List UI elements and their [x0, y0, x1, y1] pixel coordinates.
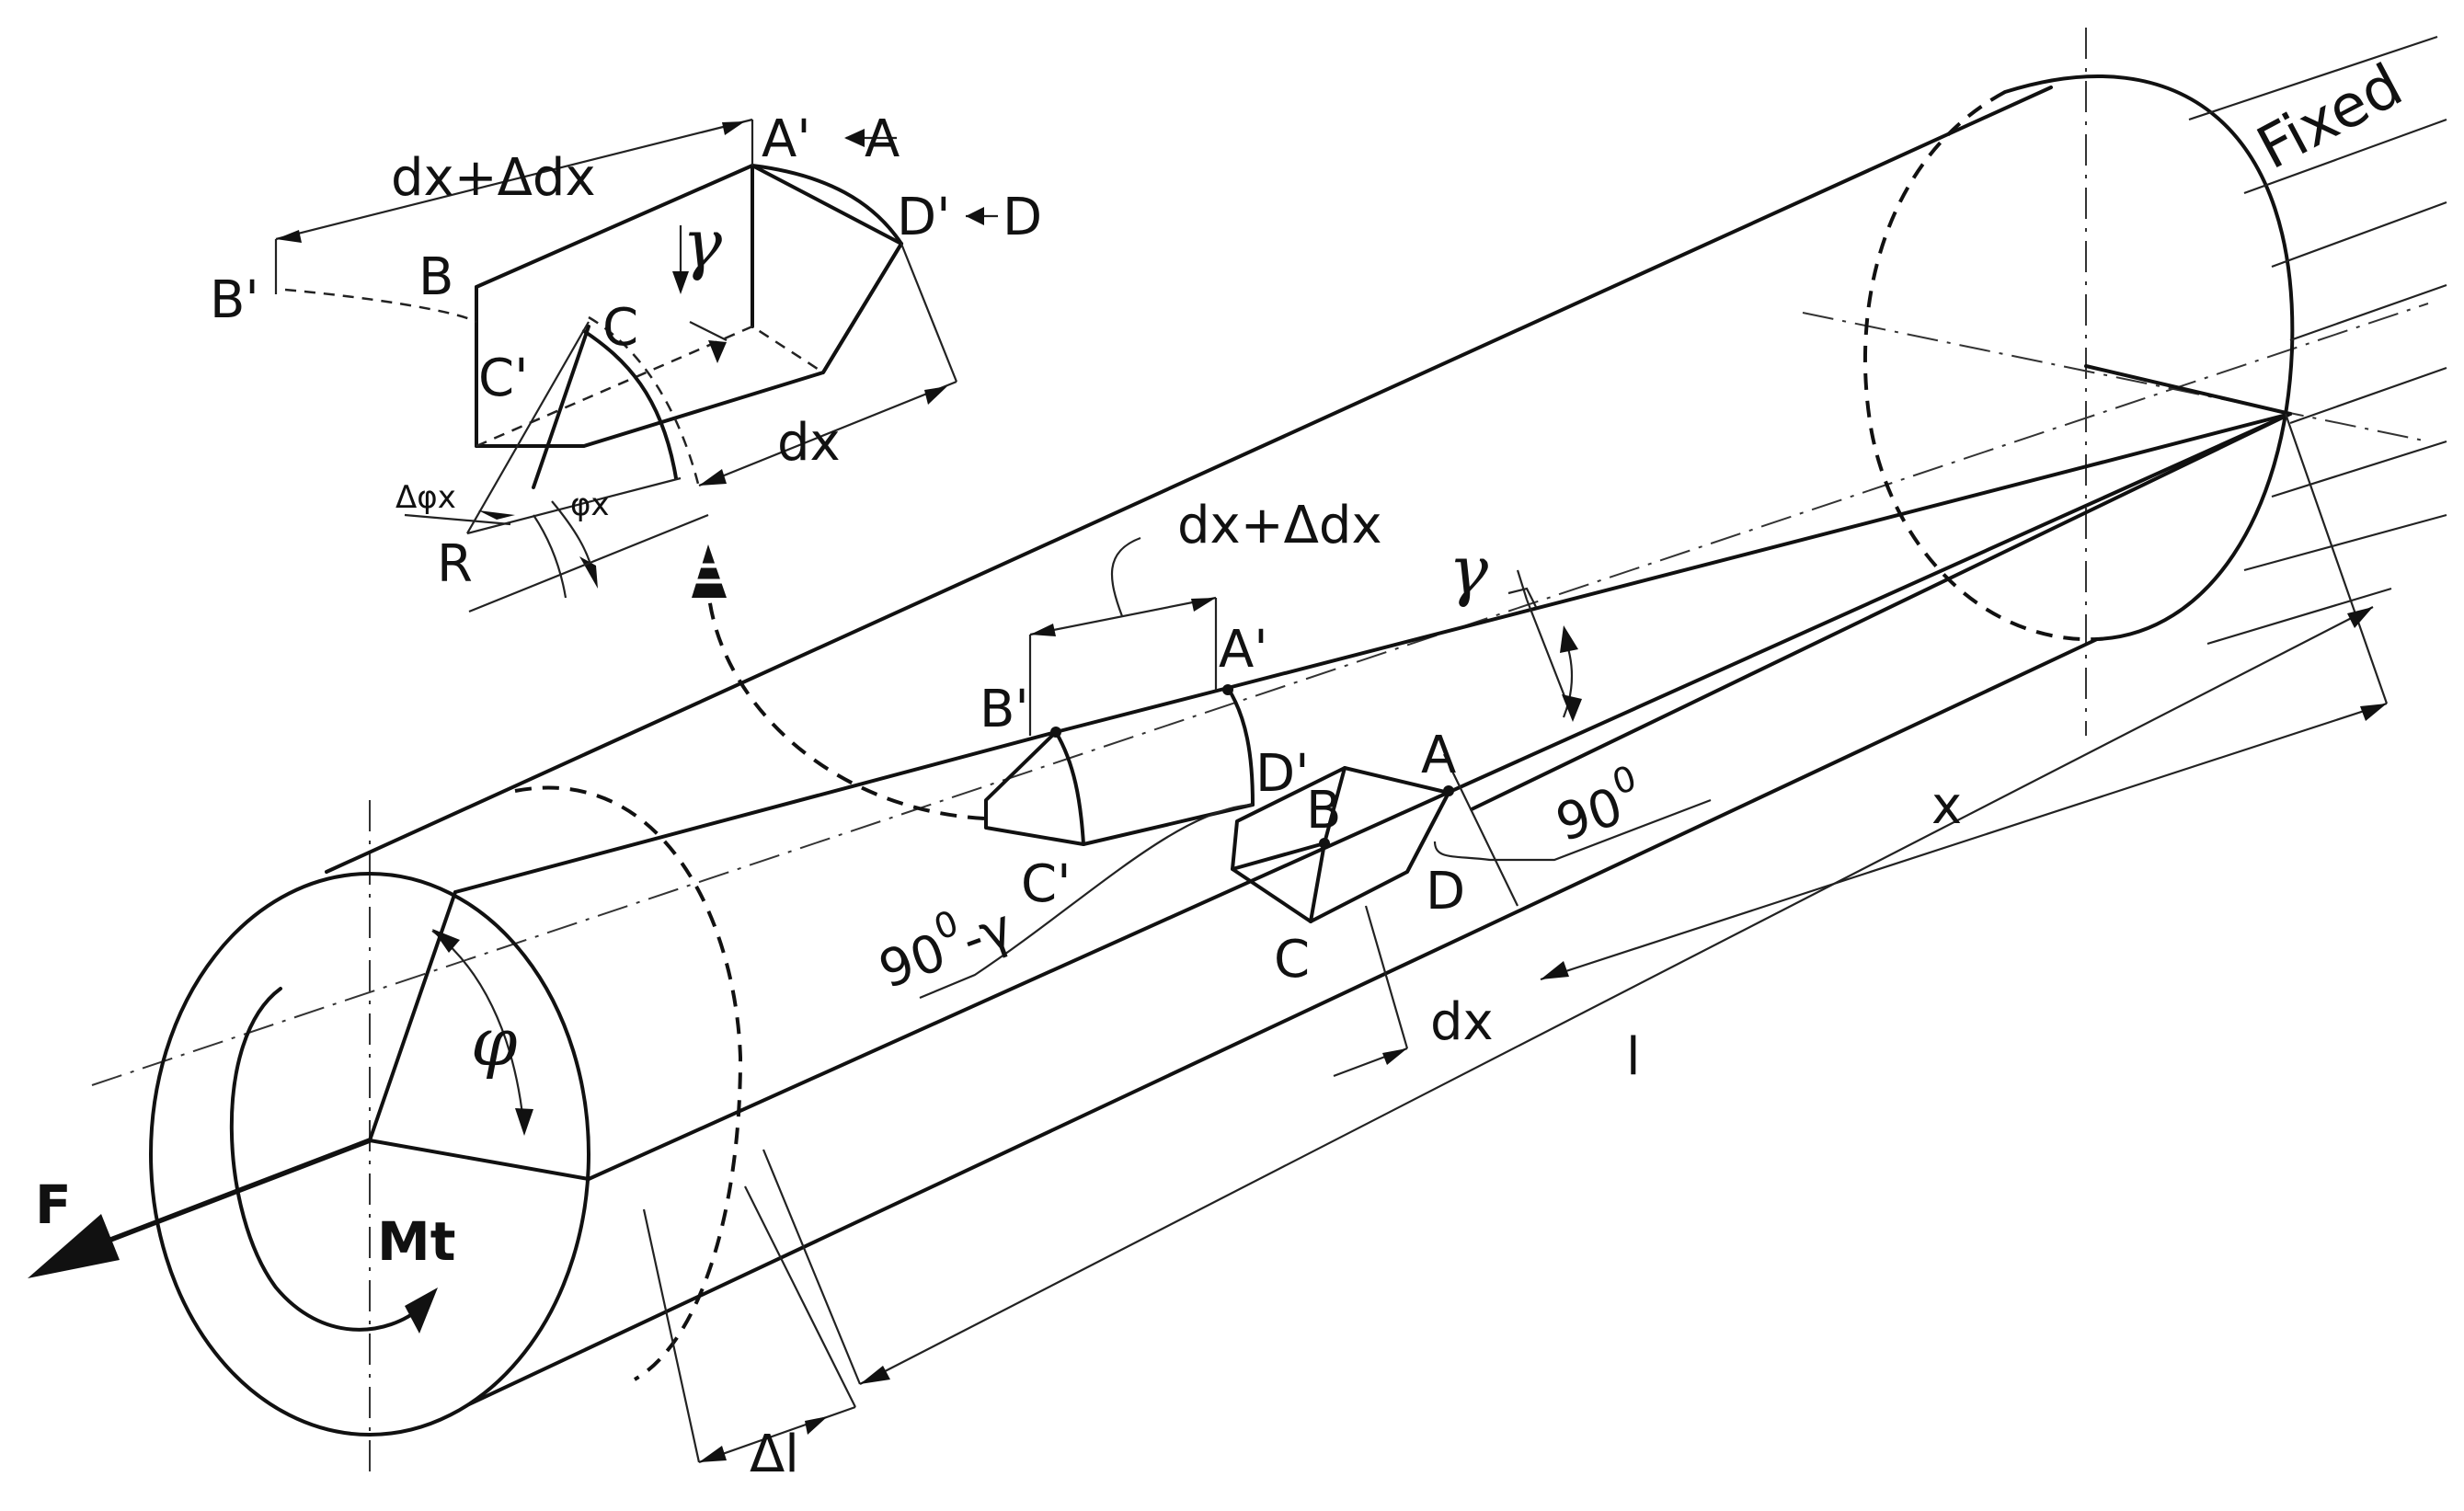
element-distorted-outline [984, 730, 1255, 846]
left-end-face [149, 872, 590, 1437]
inset-point-d-label: D [1003, 188, 1042, 247]
surface-element [1231, 766, 1454, 923]
inset-point-c-prime-label: C' [478, 349, 529, 408]
gamma-label: γ [1449, 532, 1489, 609]
inset-detail [274, 118, 998, 613]
inset-point-a-label: A [865, 109, 900, 169]
inset-gamma-label: γ [682, 205, 723, 282]
inset-point-c-label: C [602, 298, 638, 358]
delta-l-label: Δl [750, 1425, 799, 1484]
left-hidden-section [514, 785, 743, 1381]
distorted-element [984, 684, 1255, 846]
dx-plus-ddx-main-label: dx+Δdx [1177, 496, 1382, 555]
left-radius-vertical [368, 890, 457, 1142]
right-horizontal-axis [1802, 312, 2429, 442]
point-c-label: C [1274, 930, 1310, 990]
shaft-top-edge [325, 86, 2053, 874]
shaft-front-edge [587, 412, 2292, 1181]
inset-dx-plus-ddx-label: dx+Δdx [391, 148, 596, 208]
shaft [149, 74, 2295, 1437]
inset-point-d-prime-label: D' [897, 188, 951, 247]
force-arrow-head [28, 1214, 120, 1278]
loads [28, 987, 438, 1334]
torque-rotation-arrow [229, 987, 425, 1332]
zoom-indicator-arrow [692, 544, 985, 820]
torque-label: Mt [377, 1210, 455, 1273]
left-radius-front [368, 1139, 590, 1181]
fixed-label: Fixed [2247, 52, 2413, 183]
inset-point-a-prime-label: A' [762, 109, 811, 169]
l-dimension-label: l [1626, 1027, 1641, 1087]
inset-point-b-prime-label: B' [210, 270, 259, 330]
ninety-minus-gamma-label: 900-γ [867, 886, 1021, 1001]
inset-dx-label: dx [777, 413, 841, 473]
inset-phi-x-label: φx [570, 486, 610, 523]
inset-delta-phi-x-label: Δφx [395, 479, 456, 516]
right-radius [2084, 364, 2292, 416]
point-b-prime-label: B' [980, 680, 1029, 739]
point-c-prime-label: C' [1021, 854, 1072, 914]
right-radius-top [1470, 412, 2292, 811]
point-a-label: A [1421, 726, 1456, 785]
inset-r-label: R [437, 534, 473, 594]
point-a-prime-label: A' [1219, 620, 1268, 680]
dimension-lines [431, 413, 2389, 1464]
ninety-label: 900 [1545, 758, 1651, 854]
point-d-prime-label: D' [1255, 744, 1310, 804]
force-label: F [35, 1173, 72, 1236]
inset-point-b-label: B [418, 247, 453, 307]
point-b-label: B [1306, 781, 1341, 841]
twisted-generator [453, 412, 2292, 894]
shaft-bottom-edge [467, 637, 2099, 1406]
right-end-face-visible [2003, 74, 2295, 641]
dx-main-label: dx [1430, 992, 1494, 1052]
fixed-support-hatching [2188, 35, 2447, 646]
shaft-center-axis [91, 303, 2429, 1086]
point-d-label: D [1426, 862, 1465, 921]
right-end-face-hidden [1862, 90, 2098, 642]
labels: Fixed F Mt φ γ 900 900-γ x l Δl dx dx+Δd… [35, 52, 2413, 1484]
x-dimension-label: x [1931, 776, 1962, 836]
phi-label: φ [471, 1003, 518, 1081]
